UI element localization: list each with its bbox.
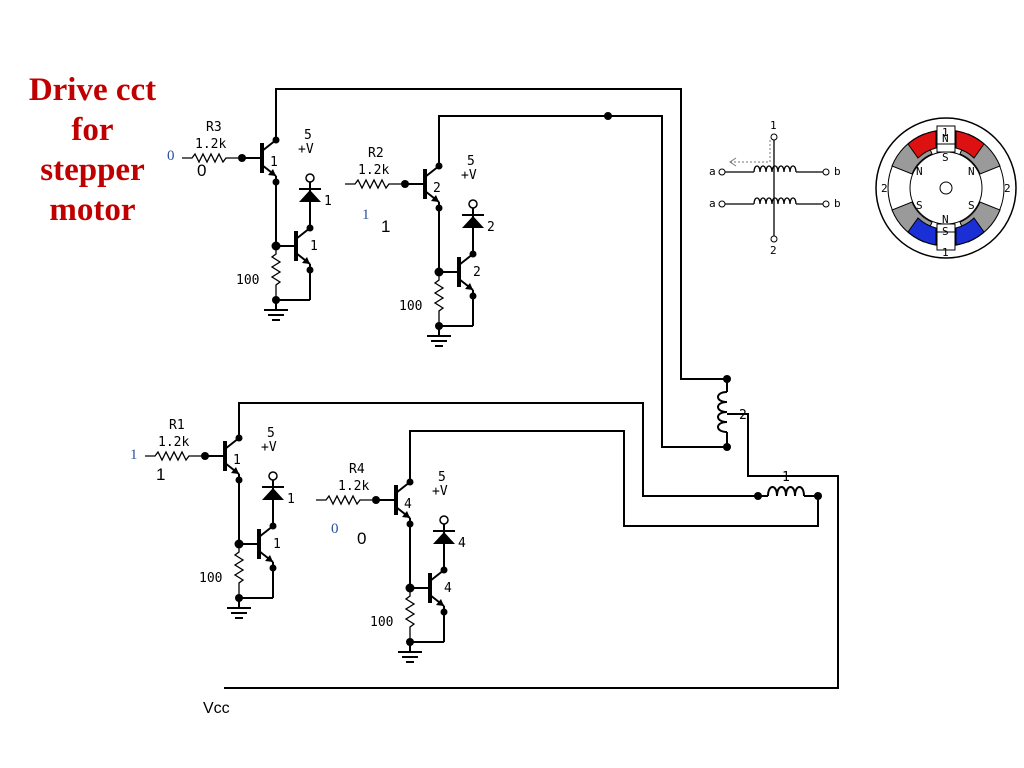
driver-stage-r2: R2 1.2k 1 1 2 5 +V 2 2 100: [343, 146, 495, 348]
resistor-name: R3: [206, 120, 222, 135]
rotor-left-lower: S: [916, 199, 923, 212]
resistor-name: R2: [368, 146, 384, 161]
input-value: 0: [357, 529, 366, 548]
rotor-right-upper: N: [968, 165, 975, 178]
resistor-value: 1.2k: [195, 137, 226, 152]
winding-diagram: 1 2 a b a b: [709, 119, 841, 257]
rotor-bottom-pole: 1: [942, 246, 949, 259]
driver-stage-r1: R1 1.2k 1 1 1 5 +V 1 1 100: [130, 418, 295, 620]
coil-2: 2: [717, 375, 747, 451]
supply-name: +V: [432, 484, 448, 499]
coil-1-label: 1: [782, 470, 790, 485]
input-label: 0: [167, 148, 175, 164]
rotor-top-pole: 1: [942, 126, 949, 139]
supply-name: +V: [261, 440, 277, 455]
pulldown-value: 100: [199, 571, 222, 586]
diode-label: 2: [487, 220, 495, 235]
rotor-right-pole: 2: [1004, 182, 1011, 195]
rotor-left-pole: 2: [881, 182, 888, 195]
transistor2-label: 1: [310, 239, 318, 254]
input-label: 1: [130, 447, 138, 463]
transistor-label: 1: [270, 155, 278, 170]
supply-name: +V: [298, 142, 314, 157]
vcc-label: Vcc: [203, 700, 230, 717]
resistor-value: 1.2k: [338, 479, 369, 494]
resistor-value: 1.2k: [358, 163, 389, 178]
winding-bottom-terminal: 2: [770, 244, 777, 257]
interconnect-wires: [224, 88, 839, 689]
title-line: stepper: [40, 152, 145, 188]
input-label: 0: [331, 521, 339, 537]
input-label: 1: [362, 207, 370, 223]
rotor-inner-top-s: S: [942, 151, 949, 164]
supply-value: 5: [267, 426, 275, 441]
winding-a-top: a: [709, 165, 716, 178]
stepper-rotor-diagram: 1 N S N S 1 2 2 N S N S: [875, 117, 1017, 259]
rotor-inner-bottom-s: S: [942, 225, 949, 238]
winding-b-top: b: [834, 165, 841, 178]
resistor-name: R4: [349, 462, 365, 477]
transistor2-label: 2: [473, 265, 481, 280]
coil-1: 1: [754, 470, 822, 500]
winding-b-bottom: b: [834, 197, 841, 210]
transistor2-label: 1: [273, 537, 281, 552]
input-value: 0: [197, 161, 206, 180]
input-value: 1: [156, 465, 165, 484]
supply-value: 5: [438, 470, 446, 485]
transistor2-label: 4: [444, 581, 452, 596]
coil-2-label: 2: [739, 408, 747, 423]
diode-label: 1: [287, 492, 295, 507]
rotor-inner-bottom: N: [942, 213, 949, 226]
transistor-label: 2: [433, 181, 441, 196]
transistor-label: 4: [404, 497, 412, 512]
title-line: for: [71, 112, 114, 148]
driver-stage-r4: R4 1.2k 0 0 4 5 +V 4 4 100: [314, 462, 466, 664]
title-line: Drive cct: [28, 72, 157, 108]
supply-name: +V: [461, 168, 477, 183]
supply-value: 5: [304, 128, 312, 143]
title-line: motor: [49, 192, 136, 228]
input-value: 1: [381, 217, 390, 236]
winding-top-terminal: 1: [770, 119, 777, 132]
pulldown-value: 100: [370, 615, 393, 630]
rotor-right-lower: S: [968, 199, 975, 212]
winding-a-bottom: a: [709, 197, 716, 210]
resistor-value: 1.2k: [158, 435, 189, 450]
pulldown-value: 100: [399, 299, 422, 314]
transistor-label: 1: [233, 453, 241, 468]
supply-value: 5: [467, 154, 475, 169]
resistor-name: R1: [169, 418, 185, 433]
driver-stage-r3: R3 1.2k 0 0 1 5 +V 1 1 100: [167, 120, 332, 322]
pulldown-value: 100: [236, 273, 259, 288]
diode-label: 1: [324, 194, 332, 209]
slide-title: Drive cct for stepper motor: [10, 70, 175, 230]
rotor-inner-top: N: [942, 132, 949, 145]
diode-label: 4: [458, 536, 466, 551]
rotor-left-upper: N: [916, 165, 923, 178]
